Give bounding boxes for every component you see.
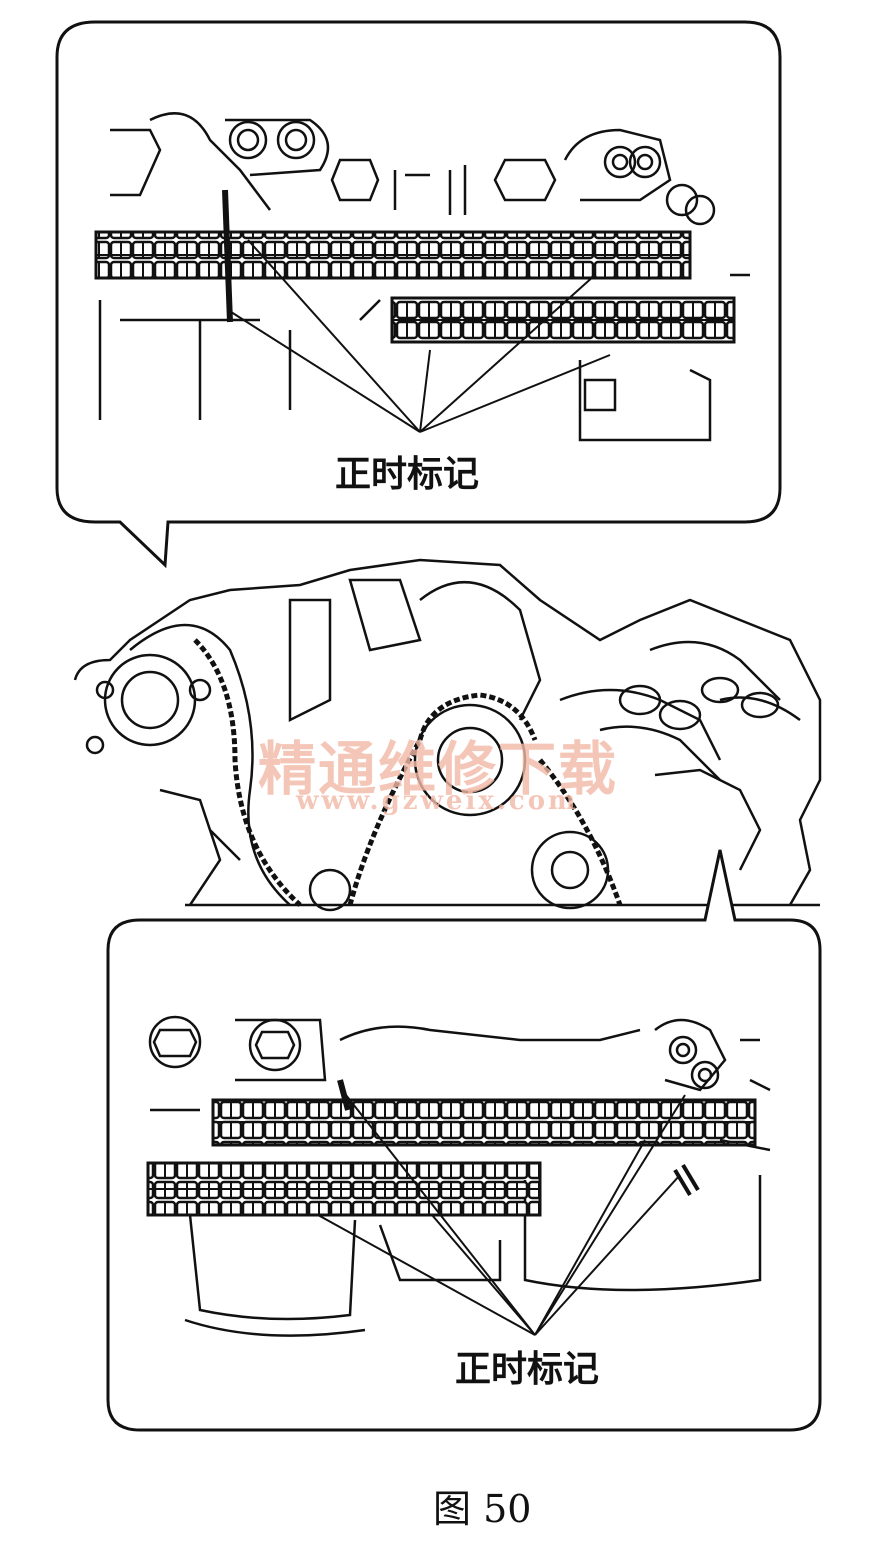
watermark-url: www.gzweix.com (296, 786, 579, 816)
bottom-lower-chain (146, 1161, 542, 1217)
top-timing-mark-pointers (222, 189, 611, 433)
watermark-chinese: 精通维修下载 (258, 735, 619, 803)
figure-caption: 图 50 (433, 1487, 532, 1531)
bottom-callout-engine-outline (148, 1015, 771, 1337)
bottom-upper-chain (211, 1098, 757, 1147)
bottom-callout (106, 849, 822, 1432)
top-callout-engine-outline (98, 112, 750, 442)
top-callout (55, 20, 782, 569)
timing-mark-label-bottom: 正时标记 (455, 1348, 600, 1390)
bottom-timing-mark-pointers (317, 1079, 686, 1336)
timing-mark-label-top: 正时标记 (335, 453, 480, 495)
top-upper-chain (94, 230, 692, 280)
top-lower-chain (390, 296, 736, 344)
